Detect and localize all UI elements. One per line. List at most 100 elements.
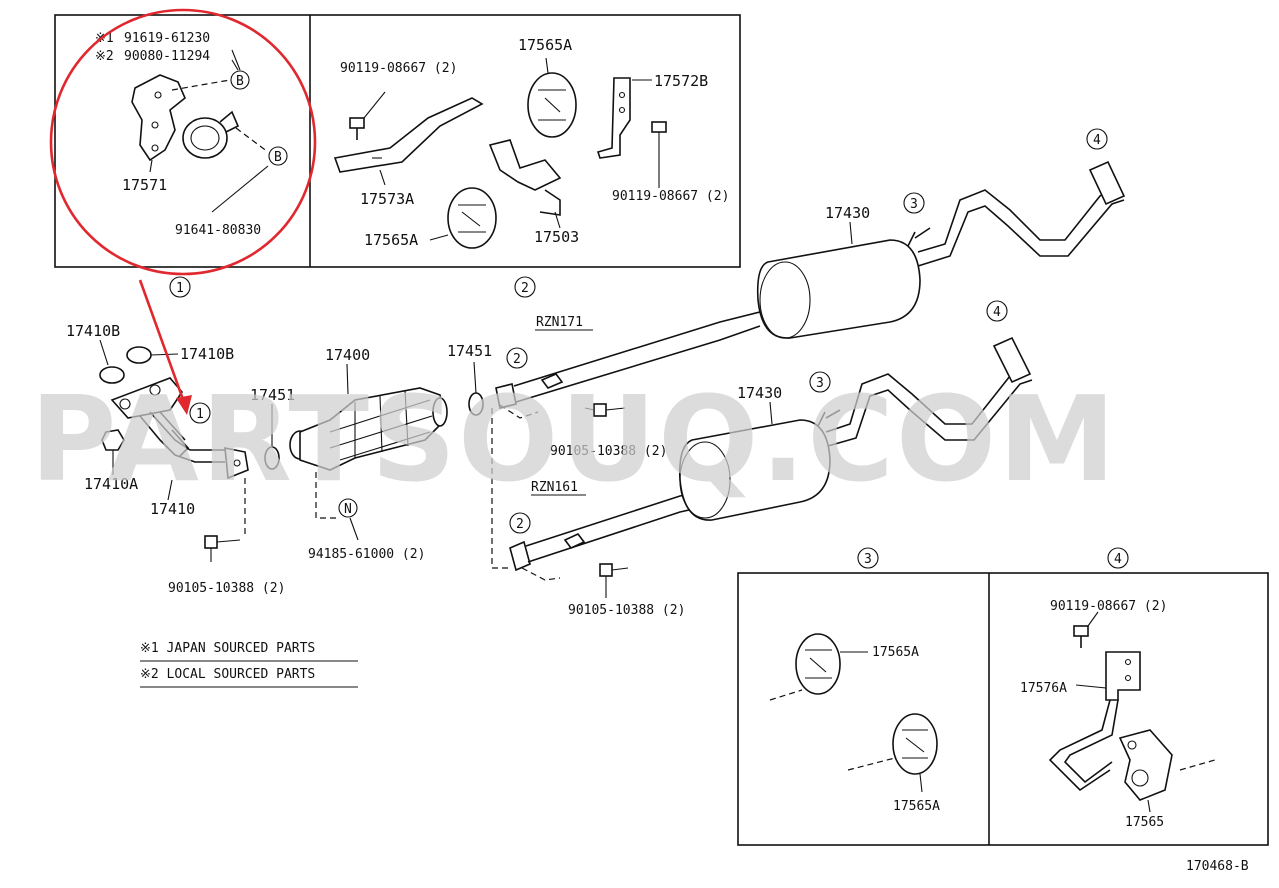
- pin-box3-top: [769, 689, 803, 701]
- japan-mark: ※1: [95, 31, 114, 46]
- part-bolt-top: 90119-08667 (2): [340, 61, 457, 76]
- inset-frame-top: [54, 14, 741, 268]
- callout-3b: [809, 371, 831, 393]
- gasket-17410b-left: [99, 366, 125, 384]
- watermark: PARTSOUQ.COM: [30, 370, 1118, 508]
- highlight-annotation: [49, 8, 317, 415]
- leader-lower-bolt: [521, 567, 561, 581]
- leader-box3-bottom: [919, 773, 923, 793]
- part-box3-bottom: 17565A: [893, 799, 940, 814]
- leader-17573a: [379, 169, 386, 186]
- bracket-17572b-drawing: [596, 77, 631, 159]
- callout-3a: [903, 192, 925, 214]
- leader-b2: [235, 127, 269, 153]
- pin-box3-bottom: [847, 757, 896, 771]
- leader-bolt-upper: [584, 407, 595, 411]
- leader-17400: [346, 363, 349, 395]
- gasket-17410b-right: [126, 346, 152, 364]
- part-17451-right: 17451: [447, 342, 492, 360]
- local-mark: ※2: [95, 49, 114, 64]
- bracket-17576a-drawing: [1048, 651, 1141, 792]
- part-17573a: 17573A: [360, 190, 414, 208]
- clamp-91641-drawing: [182, 110, 240, 159]
- part-17565: 17565: [1125, 815, 1164, 830]
- callout-4a: [1086, 128, 1108, 150]
- callout-1b: [189, 402, 211, 424]
- leader-upper-bolt: [499, 404, 539, 419]
- callout-4b-label: 4: [993, 305, 1001, 320]
- marker-b2-label: B: [274, 150, 282, 165]
- callout-box2: [514, 276, 536, 298]
- legend-local: ※2 LOCAL SOURCED PARTS: [140, 667, 315, 682]
- converter-17400-drawing: [289, 387, 448, 471]
- leader-17576a: [1075, 684, 1107, 689]
- hanger-17565-box4-drawing: [1118, 729, 1173, 801]
- callout-2a: [506, 347, 528, 369]
- callout-3b-label: 3: [816, 376, 824, 391]
- callout-2b-label: 2: [516, 517, 524, 532]
- leader-muffler-lower: [769, 401, 773, 425]
- legend-japan: ※1 JAPAN SOURCED PARTS: [140, 641, 315, 656]
- part-bolt-right: 90119-08667 (2): [612, 189, 729, 204]
- marker-n: [338, 498, 358, 518]
- callout-box4-label: 4: [1114, 552, 1122, 567]
- part-17503: 17503: [534, 228, 579, 246]
- part-bolt-upper: 90105-10388 (2): [550, 444, 667, 459]
- bolt-90119-drawing: [349, 117, 365, 140]
- hanger-17565a-top-drawing: [527, 72, 577, 138]
- nut-17410a: [101, 429, 125, 451]
- leader-17451-right: [473, 361, 477, 394]
- part-17410b-left: 17410B: [66, 322, 120, 340]
- part-17451-left: 17451: [250, 386, 295, 404]
- part-box3-top: 17565A: [872, 645, 919, 660]
- label-rzn161: RZN161: [531, 480, 578, 495]
- marker-n-label: N: [344, 502, 352, 517]
- muffler-lower-drawing: [678, 336, 1033, 521]
- callout-box3-label: 3: [864, 552, 872, 567]
- part-17576a: 17576A: [1020, 681, 1067, 696]
- highlight-arrow: [138, 279, 187, 406]
- leader-17410b-left: [99, 339, 109, 366]
- pin-box4: [1179, 759, 1216, 771]
- leader-box4-hanger: [1147, 799, 1151, 813]
- hanger-box3-top-drawing: [795, 633, 841, 695]
- bolt-front-drawing: [204, 535, 241, 562]
- leader-17410: [167, 479, 173, 501]
- callout-4b: [986, 300, 1008, 322]
- gasket-17451-left: [264, 446, 280, 470]
- part-17571: 17571: [122, 176, 167, 194]
- marker-b2: [268, 146, 288, 166]
- part-17410b-right: 17410B: [180, 345, 234, 363]
- leader-japan: [231, 49, 241, 71]
- callout-box4: [1107, 547, 1129, 569]
- bolt-90119-right-drawing: [651, 121, 667, 188]
- callout-box1-label: 1: [176, 281, 184, 296]
- bracket-17571-drawing: [131, 74, 186, 162]
- support-17573a-drawing: [333, 97, 484, 173]
- marker-b1-label: B: [236, 74, 244, 89]
- part-muffler-upper: 17430: [825, 204, 870, 222]
- part-hanger-top: 17565A: [518, 36, 572, 54]
- callout-2a-label: 2: [513, 352, 521, 367]
- leader-hanger-bottom: [429, 234, 449, 241]
- leader-hanger-top: [545, 57, 549, 74]
- part-17572b: 17572B: [654, 72, 708, 90]
- leader-marker-n: [349, 517, 359, 541]
- leader-lower-pipe: [491, 408, 510, 569]
- leader-17503: [554, 211, 561, 229]
- local-part-number: 90080-11294: [124, 49, 210, 64]
- callout-1b-label: 1: [196, 407, 204, 422]
- highlight-circle: [49, 8, 317, 276]
- inset-frame-bottom: [737, 572, 1269, 846]
- part-91641: 91641-80830: [175, 223, 261, 238]
- japan-part-number: 91619-61230: [124, 31, 210, 46]
- part-front-bolt: 90105-10388 (2): [168, 581, 285, 596]
- diagram-id: 170468-B: [1186, 859, 1249, 874]
- bolt-box4-drawing: [1073, 625, 1089, 648]
- part-hanger-bottom: 17565A: [364, 231, 418, 249]
- leader-converter-nut: [315, 472, 338, 519]
- callout-3a-label: 3: [910, 197, 918, 212]
- highlight-arrow-head: [176, 395, 192, 415]
- part-bolt-lower: 90105-10388 (2): [568, 603, 685, 618]
